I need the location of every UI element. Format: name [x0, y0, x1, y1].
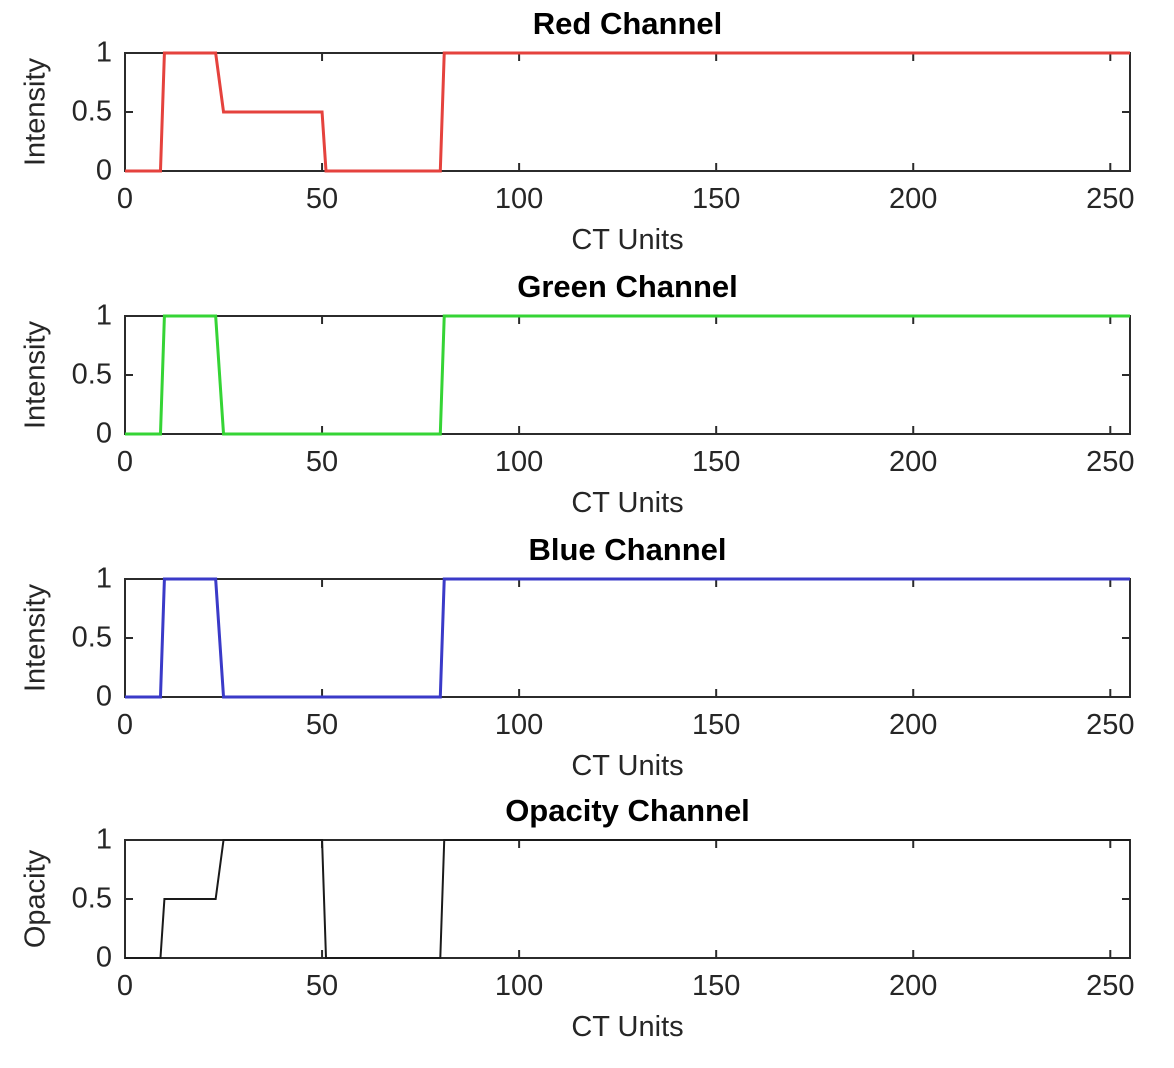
x-tick-label: 150	[691, 183, 741, 215]
x-tick-label: 50	[305, 183, 339, 215]
x-tick-label: 100	[494, 446, 544, 478]
x-axis-label: CT Units	[571, 487, 684, 519]
plot-area	[124, 51, 1131, 173]
y-tick-label: 1	[95, 562, 112, 595]
y-tick-label: 0	[95, 680, 112, 713]
plot-area	[124, 314, 1131, 436]
x-tick-label: 200	[889, 446, 938, 478]
axes-box	[124, 839, 1131, 959]
y-tick-label: 0.5	[71, 358, 112, 391]
plot-svg	[124, 839, 1131, 959]
x-tick-label: 150	[691, 970, 741, 1002]
x-tick-label: 250	[1086, 709, 1135, 741]
x-tick-label: 100	[494, 709, 544, 741]
x-tick-label: 250	[1086, 183, 1135, 215]
y-tick-label: 0	[95, 154, 112, 187]
plot-title: Red Channel	[532, 6, 723, 41]
x-tick-label: 200	[889, 183, 938, 215]
x-tick-label: 200	[889, 970, 938, 1002]
data-line	[125, 577, 1130, 699]
x-tick-label: 50	[305, 446, 339, 478]
y-tick-label: 1	[95, 823, 112, 856]
y-tick-label: 0	[95, 941, 112, 974]
y-tick-label: 0.5	[71, 882, 112, 915]
x-axis-label: CT Units	[571, 1011, 684, 1043]
data-line	[125, 314, 1130, 436]
x-tick-label: 100	[494, 970, 544, 1002]
y-tick-label: 1	[95, 299, 112, 332]
data-line	[125, 839, 1130, 959]
plot-area	[124, 839, 1131, 959]
plot-title: Opacity Channel	[505, 793, 750, 828]
x-tick-label: 250	[1086, 970, 1135, 1002]
y-tick-label: 0	[95, 417, 112, 450]
y-tick-label: 0.5	[71, 621, 112, 654]
x-tick-label: 150	[691, 709, 741, 741]
x-tick-label: 200	[889, 709, 938, 741]
x-tick-label: 250	[1086, 446, 1135, 478]
y-tick-label: 0.5	[71, 95, 112, 128]
axes-box	[124, 315, 1131, 435]
plot-title: Green Channel	[517, 269, 738, 304]
x-tick-label: 150	[691, 446, 741, 478]
y-tick-label: 1	[95, 36, 112, 69]
x-tick-label: 50	[305, 970, 339, 1002]
x-tick-label: 0	[116, 970, 134, 1002]
plot-svg	[124, 314, 1131, 436]
axes-box	[124, 578, 1131, 698]
data-line	[125, 51, 1130, 173]
x-tick-label: 0	[116, 709, 134, 741]
x-axis-label: CT Units	[571, 224, 684, 256]
plot-svg	[124, 51, 1131, 173]
x-tick-label: 50	[305, 709, 339, 741]
plot-svg	[124, 577, 1131, 699]
x-tick-label: 0	[116, 183, 134, 215]
plot-title: Blue Channel	[528, 532, 727, 567]
x-tick-label: 0	[116, 446, 134, 478]
x-axis-label: CT Units	[571, 750, 684, 782]
plot-area	[124, 577, 1131, 699]
x-tick-label: 100	[494, 183, 544, 215]
